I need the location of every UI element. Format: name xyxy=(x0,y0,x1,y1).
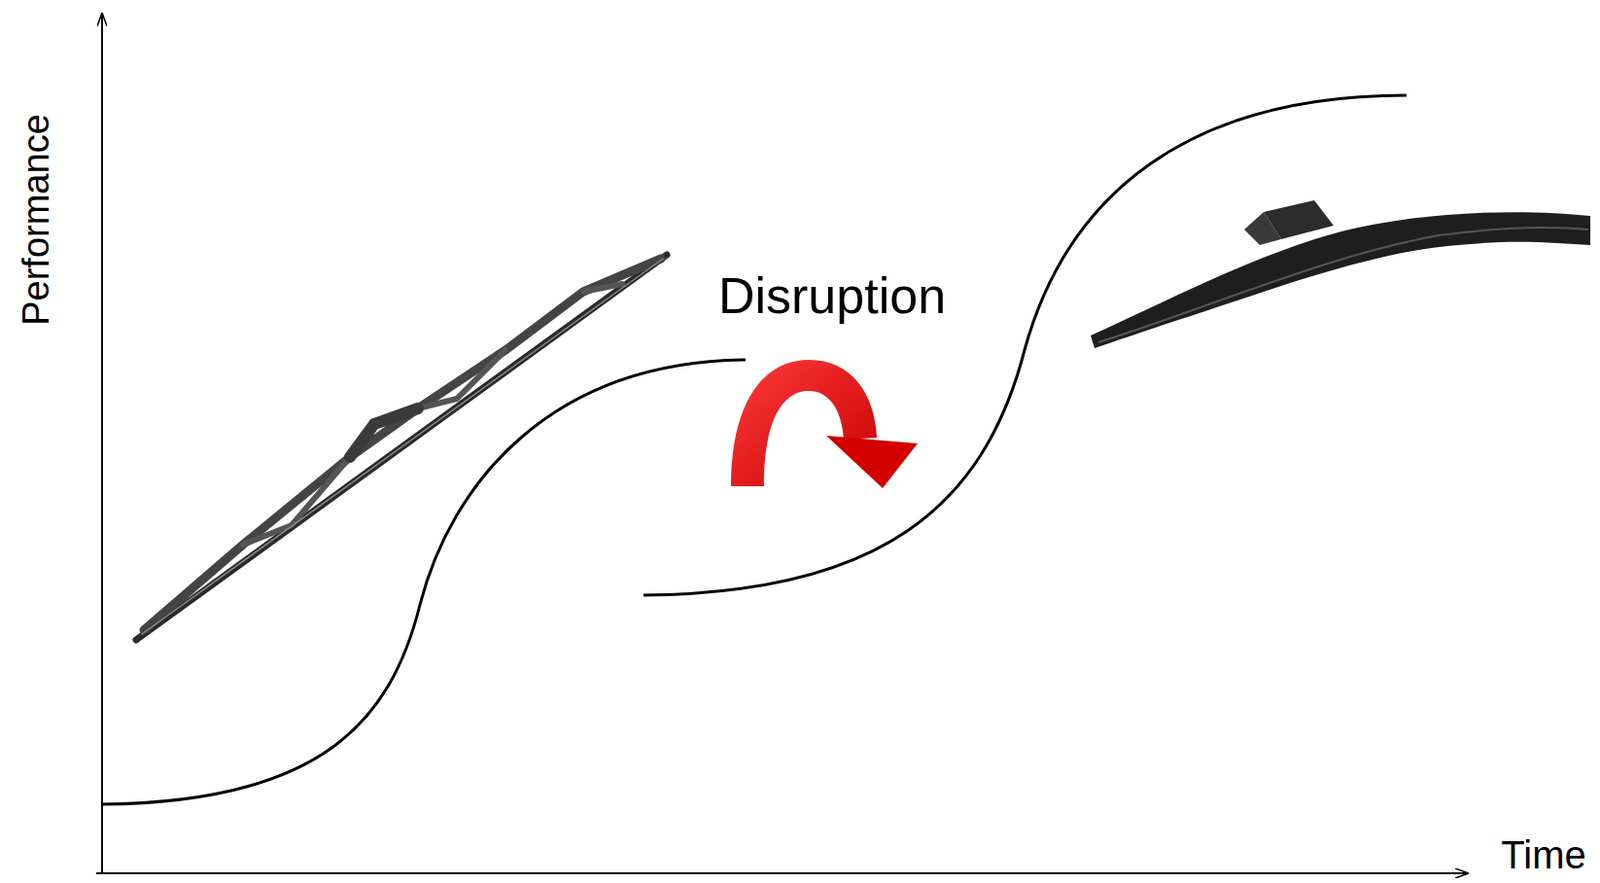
axis-title: Time xyxy=(1500,834,1586,874)
axis-title: Performance xyxy=(17,113,55,326)
wiper-blade xyxy=(1090,200,1591,348)
y-axis xyxy=(101,13,104,873)
s-curve xyxy=(643,95,1407,595)
disruption-arrow xyxy=(730,359,918,488)
wiper-blade xyxy=(136,254,667,640)
x-axis xyxy=(96,871,1468,874)
annotation-label: Disruption xyxy=(718,270,946,321)
